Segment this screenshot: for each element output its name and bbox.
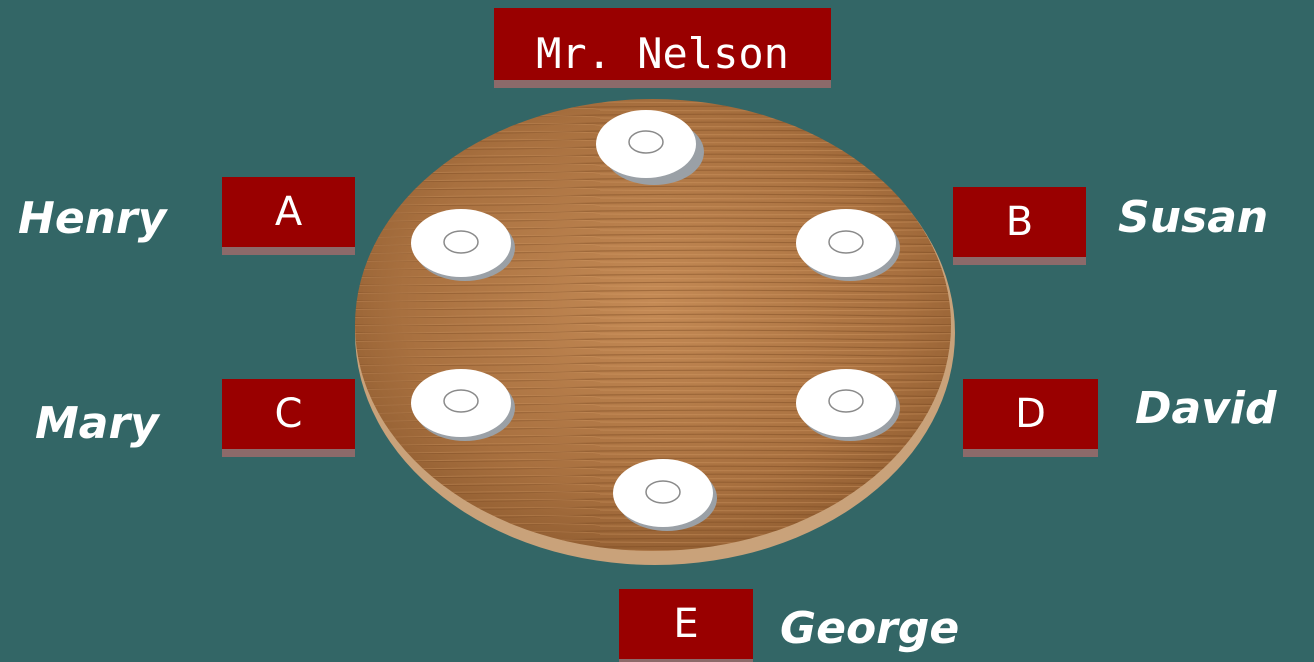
seat-a-box: A [222, 177, 355, 247]
seat-e-name: George [780, 603, 959, 654]
seat-e-letter: E [673, 601, 698, 647]
seat-d-box: D [963, 379, 1098, 449]
seat-c-letter: C [275, 391, 303, 437]
seat-e-box: E [619, 589, 753, 659]
seat-a-letter: A [275, 189, 302, 235]
seat-a-name: Henry [18, 193, 166, 244]
seat-d-name: David [1135, 383, 1276, 434]
seat-b-name: Susan [1118, 192, 1268, 243]
seat-d-letter: D [1015, 391, 1046, 437]
seat-b-box: B [953, 187, 1086, 257]
seat-c-box: C [222, 379, 355, 449]
head-seat-label: Mr. Nelson [536, 29, 789, 78]
seat-c-name: Mary [35, 398, 159, 449]
head-seat-box: Mr. Nelson [494, 8, 831, 80]
seat-b-letter: B [1006, 199, 1033, 245]
